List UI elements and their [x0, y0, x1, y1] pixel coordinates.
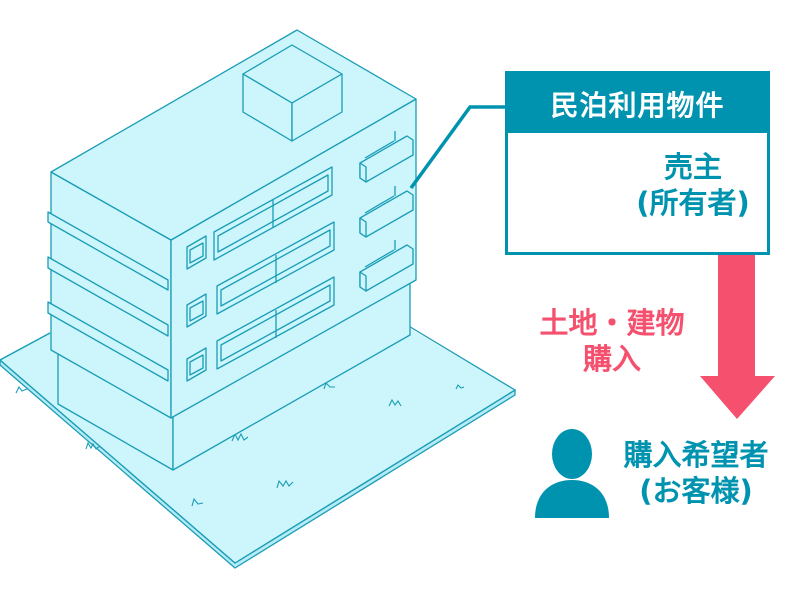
connector-line — [409, 105, 506, 190]
transaction-line1: 土地・建物 — [539, 306, 685, 340]
seller-panel: 売主 (所有者) — [508, 133, 767, 252]
property-box-title: 民泊利用物件 — [508, 74, 767, 133]
transaction-line2: 購入 — [582, 342, 641, 376]
buyer-label: 購入希望者 (お客様) — [606, 437, 786, 509]
arrow-down-icon — [700, 242, 775, 419]
buyer-line2: (お客様) — [639, 474, 753, 508]
grass-tufts — [15, 381, 465, 507]
seller-label: 売主 (所有者) — [618, 149, 768, 221]
balconies — [359, 131, 414, 292]
transaction-label: 土地・建物 購入 — [522, 305, 702, 377]
buyer-line1: 購入希望者 — [623, 438, 769, 472]
seller-line1: 売主 — [663, 150, 722, 184]
property-box: 民泊利用物件 売主 (所有者) — [505, 71, 770, 255]
building — [47, 29, 417, 471]
person-icon — [535, 429, 609, 518]
seller-line2: (所有者) — [636, 186, 750, 220]
